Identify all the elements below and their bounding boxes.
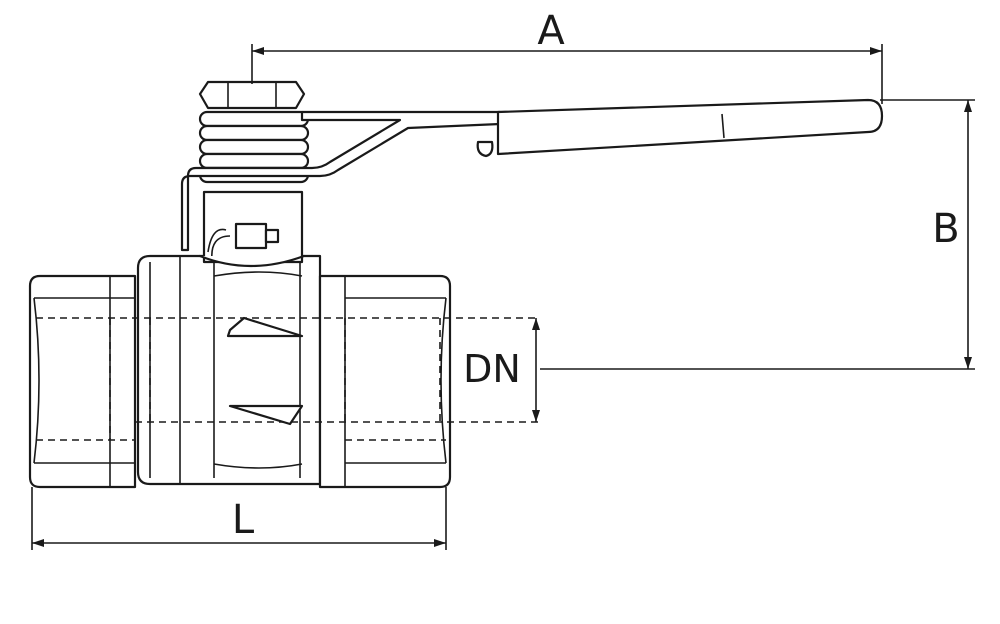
flow-marker-bottom — [228, 404, 304, 426]
lever-grip — [496, 98, 884, 156]
dimension-l — [31, 487, 447, 550]
stop-pin — [234, 222, 268, 250]
valve-body — [28, 254, 540, 489]
center-body — [136, 254, 322, 486]
label-b: B — [932, 206, 959, 252]
flow-marker-top — [226, 316, 304, 338]
left-end-fitting — [28, 274, 137, 489]
stem-hex-nut — [198, 80, 306, 110]
label-dn: DN — [463, 347, 521, 391]
lever-pin — [476, 140, 494, 158]
dimension-a — [251, 44, 883, 104]
stem-assembly — [198, 80, 310, 268]
lever-handle — [180, 98, 884, 252]
lever-arm — [180, 110, 502, 252]
right-end-fitting — [318, 274, 452, 489]
dimension-b — [540, 99, 975, 370]
body-collar — [198, 254, 306, 268]
label-l: L — [232, 497, 255, 543]
label-a: A — [537, 8, 565, 54]
